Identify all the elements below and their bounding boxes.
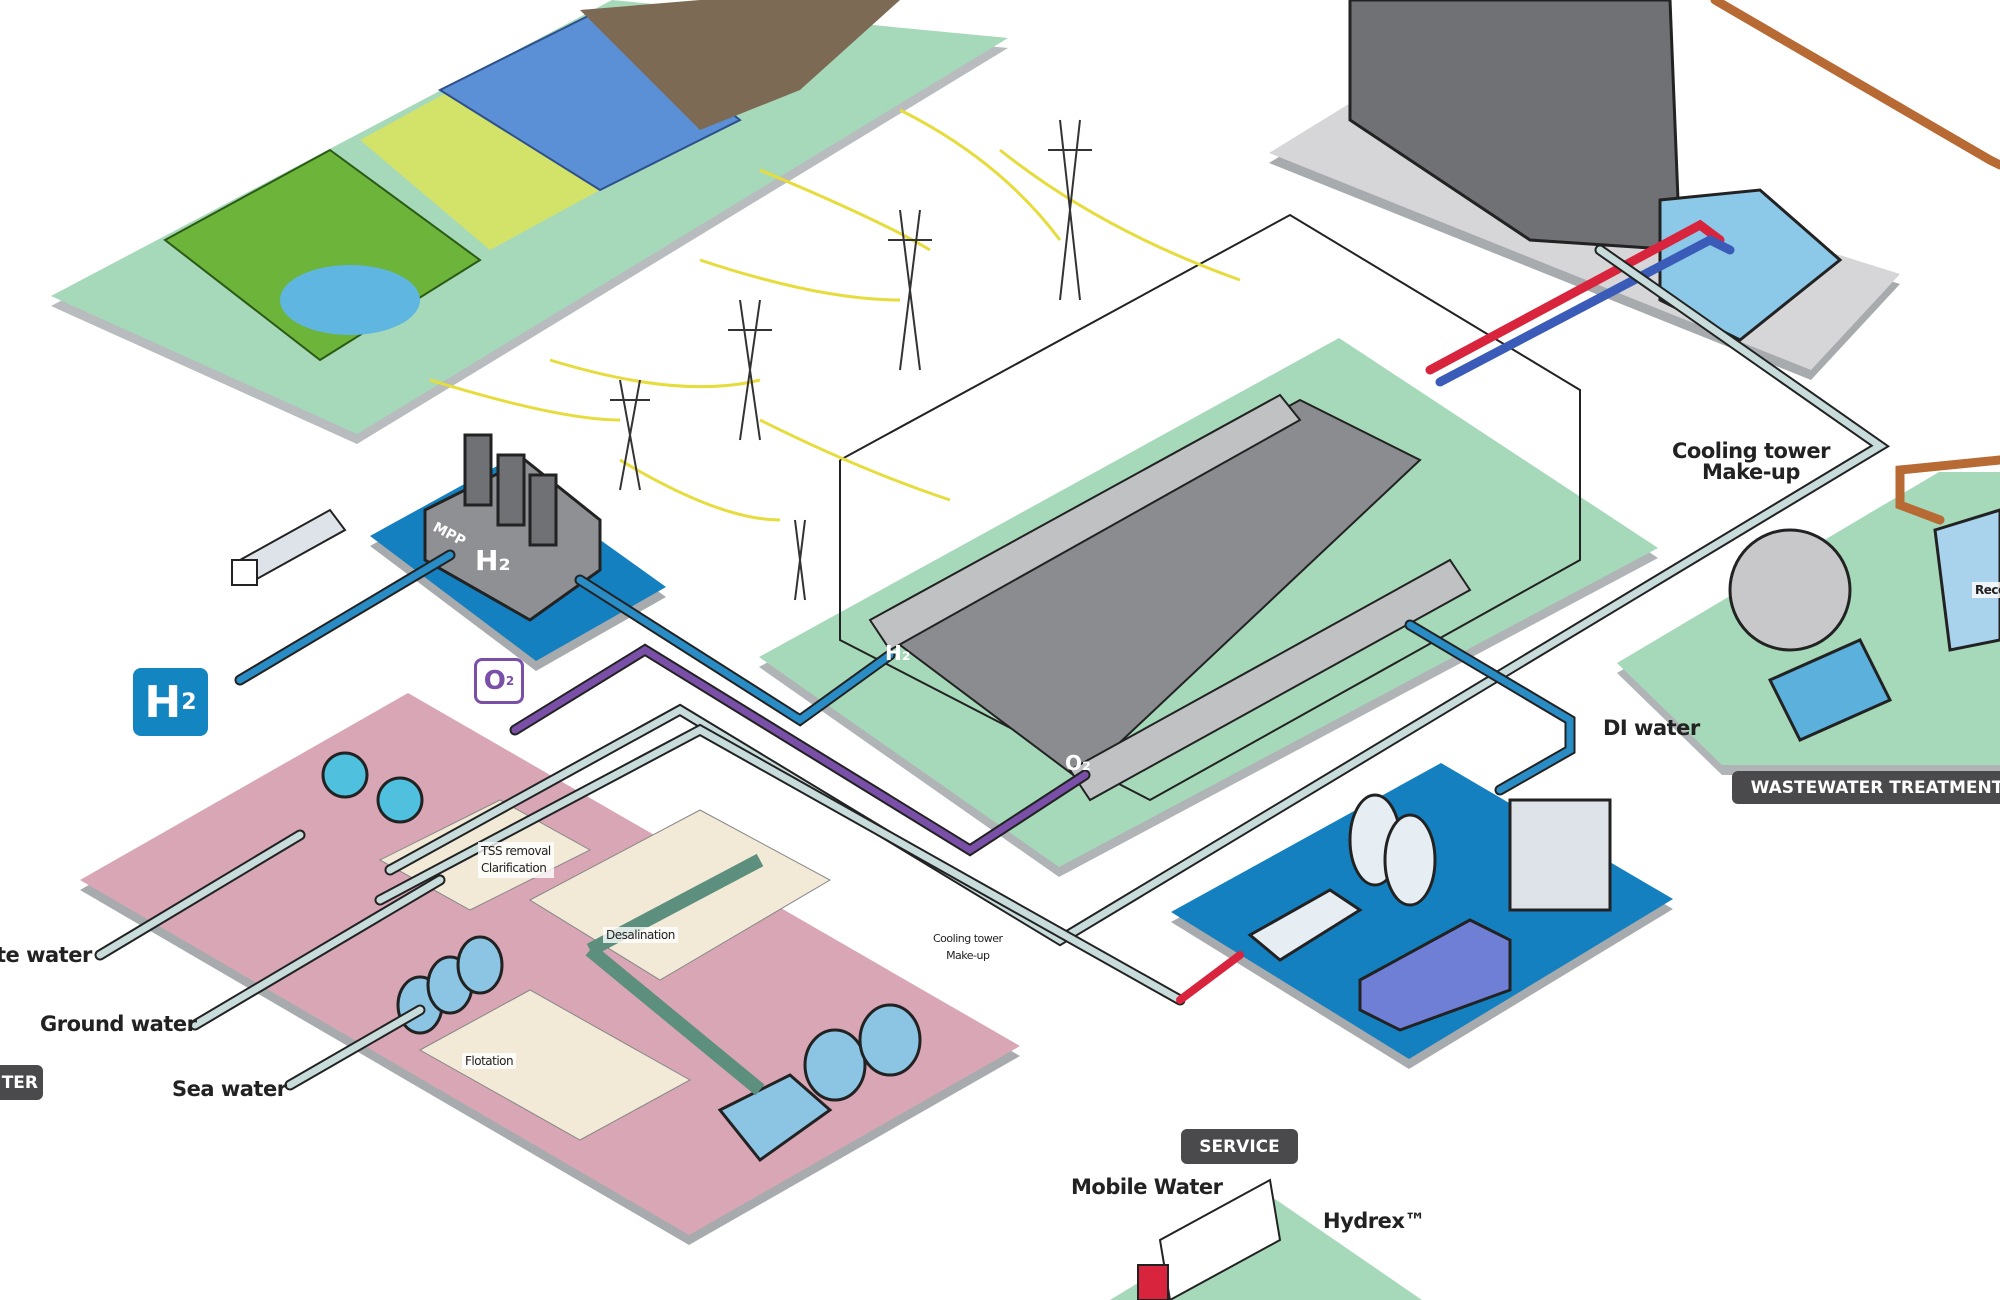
waste-pipe-top: [1710, 0, 2000, 170]
pylons: [610, 119, 1092, 601]
pipes: [94, 0, 2000, 1091]
di-water-platform: [1171, 763, 1673, 1069]
mobile-water-label: Mobile Water: [1071, 1175, 1223, 1199]
tss-removal-label: TSS removal Clarification: [478, 842, 554, 878]
h2-out-pipe: [236, 551, 454, 684]
wastewater-platform: [1617, 472, 2000, 775]
waste-pipe: [1895, 455, 2000, 525]
cold-pipe: [1435, 234, 1735, 387]
desalination-label: Desalination: [603, 927, 678, 943]
hot-pipe: [1425, 219, 1725, 375]
service-badge: SERVICE: [1181, 1129, 1298, 1164]
wastewater-treatment-badge: WASTEWATER TREATMENT: [1732, 771, 2000, 804]
water-badge: TER: [0, 1065, 43, 1100]
mpp-platform: [370, 433, 666, 671]
electrolyzer-h2-label: H₂: [885, 641, 911, 665]
mpp-h2-label: H₂: [475, 544, 511, 577]
h2-pipe: [576, 576, 894, 725]
service-platform: [1110, 1178, 1422, 1300]
cooling-tower: [1348, 0, 1682, 252]
o2-pipe: [511, 645, 1089, 855]
tank: [1728, 528, 1852, 652]
building-outline: [839, 213, 1581, 802]
electrolyzer-o2-label: O₂: [1065, 751, 1091, 775]
reservoir: [280, 265, 420, 335]
solar-panels: [437, 8, 742, 192]
di-water-label: DI water: [1603, 716, 1700, 740]
energy-platform: [51, 0, 1008, 444]
container: [1358, 918, 1512, 1032]
flotation-label: Flotation: [462, 1053, 517, 1069]
flotation-pad: [418, 989, 692, 1141]
recovery-label: Reco: [1972, 582, 2000, 598]
h2-tanker-truck: [231, 508, 347, 586]
cooling-tower-makeup-label: Cooling tower Make-up: [1672, 439, 1830, 484]
ground-water-label: Ground water: [40, 1012, 197, 1036]
cooling-tower-makeup-small-label: Cooling tower Make-up: [933, 932, 1003, 962]
waste-water-label: te water: [0, 943, 92, 967]
power-cables: [429, 108, 1241, 522]
di-water-pipe: [1406, 621, 1574, 794]
power-plant: [580, 0, 900, 130]
solar-field: [360, 80, 600, 250]
electrolyzer-platform: [759, 213, 1658, 877]
sea-water-label: Sea water: [172, 1077, 287, 1101]
hydrex-label: Hydrex™: [1323, 1209, 1425, 1233]
